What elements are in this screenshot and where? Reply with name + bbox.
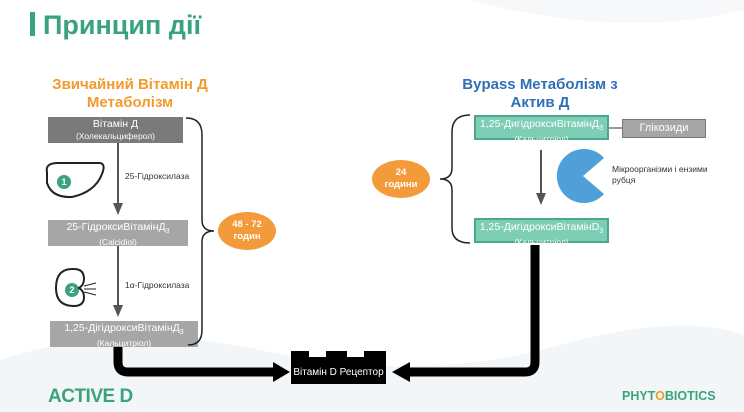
kidney-step-badge: 2 <box>65 283 79 297</box>
phytobiotics-logo: PHYTOBIOTICS <box>622 389 716 403</box>
duration-badge-left: 48 - 72 годин <box>218 212 276 250</box>
right-receptor-arrow <box>408 245 540 377</box>
duration-badge-right: 24 години <box>372 160 430 198</box>
left-heading: Звичайний Вітамін Д Метаболізм <box>30 76 230 112</box>
glycosides-label: Глікозиди <box>639 122 689 134</box>
step2-label: 1α-Гідроксилаза <box>125 280 190 290</box>
calcitriol-sublabel-right-top: (Кальцитріол) <box>514 134 569 145</box>
kidney-vessel-3 <box>83 291 97 296</box>
step1-label: 25-Гідроксилаза <box>125 171 190 181</box>
arrow-head-2 <box>113 305 123 317</box>
liver-icon <box>45 162 105 199</box>
calcitriol-box-left: 1,25-ДігідроксиВітамінД3 (Кальцитріол) <box>50 321 198 349</box>
microbes-label-line1: Мікроорганізми і ензими <box>612 164 708 174</box>
kidney-icon <box>54 267 86 308</box>
phytobiotics-logo-part1: PHYT <box>622 389 656 403</box>
calcitriol-label-right-bottom: 1,25-ДигідроксиВітамінD <box>479 221 600 233</box>
phytobiotics-logo-part2: BIOTICS <box>664 389 716 403</box>
microbes-label: Мікроорганізми і ензими рубця <box>612 164 708 186</box>
calcitriol-sublabel-right-bottom: (Кальцитріол) <box>514 237 569 248</box>
calcidiol-label: 25-ГідроксиВітамінД <box>66 221 166 233</box>
microbe-pie-icon <box>556 149 604 203</box>
calcitriol-subscript-right-bottom: 3 <box>599 228 604 236</box>
calcitriol-box-right-bottom: 1,25-ДигідроксиВітамінD3 (Кальцитріол) <box>474 218 609 247</box>
left-receptor-arrowhead <box>273 362 290 382</box>
duration-right-line2: години <box>384 179 418 190</box>
duration-right-line1: 24 <box>395 167 407 178</box>
duration-left-line1: 48 - 72 <box>232 219 262 230</box>
calcitriol-subscript-left: 3 <box>179 329 184 337</box>
calcidiol-sublabel: (Calcidiol) <box>99 237 137 248</box>
page-title-text: Принцип дії <box>43 10 202 40</box>
vitamin-d-sublabel: (Холекальциферол) <box>75 131 156 141</box>
vitamin-d-label: Вітамін Д <box>92 118 139 130</box>
calcidiol-subscript: 3 <box>165 228 170 236</box>
page-title: Принцип дії <box>30 10 201 41</box>
left-heading-line1: Звичайний Вітамін Д <box>52 76 208 93</box>
duration-left-line2: годин <box>233 231 261 242</box>
right-bracket <box>439 114 471 244</box>
right-heading-line2: Актив Д <box>510 94 570 111</box>
calcitriol-label-right-top: 1,25-ДигідроксиВітамінД <box>480 118 600 130</box>
calcitriol-subscript-right-top: 3 <box>599 125 603 133</box>
right-heading: Bypass Метаболізм з Актив Д <box>440 76 640 112</box>
phytobiotics-logo-o: O <box>655 389 665 403</box>
receptor-label: Вітамін D Рецептор <box>293 367 384 378</box>
left-bracket <box>185 117 215 346</box>
vitamin-d-box: Вітамін Д (Холекальциферол) <box>48 117 183 143</box>
left-heading-line2: Метаболізм <box>86 94 174 111</box>
active-d-logo: ACTIVE D <box>48 386 133 407</box>
liver-step-badge: 1 <box>57 175 71 189</box>
kidney-vessel-1 <box>83 282 97 287</box>
glycosides-box: Глікозиди <box>622 119 706 138</box>
calcitriol-box-right-top: 1,25-ДигідроксиВітамінД3 (Кальцитріол) <box>474 115 609 144</box>
calcitriol-sublabel-left: (Кальцитріол) <box>96 338 152 349</box>
right-heading-line1: Bypass Метаболізм з <box>462 76 618 93</box>
microbes-label-line2: рубця <box>612 175 636 185</box>
title-bar <box>30 12 35 36</box>
left-receptor-arrow <box>113 347 275 377</box>
calcitriol-label-left: 1,25-ДігідроксиВітамінД <box>64 322 180 334</box>
calcidiol-box: 25-ГідроксиВітамінД3 (Calcidiol) <box>48 220 188 248</box>
arrow-head-3 <box>536 193 546 205</box>
receptor-box: Вітамін D Рецептор <box>291 362 386 384</box>
arrow-head-1 <box>113 203 123 215</box>
receptor-notch <box>291 351 386 362</box>
right-receptor-arrowhead <box>392 362 410 382</box>
